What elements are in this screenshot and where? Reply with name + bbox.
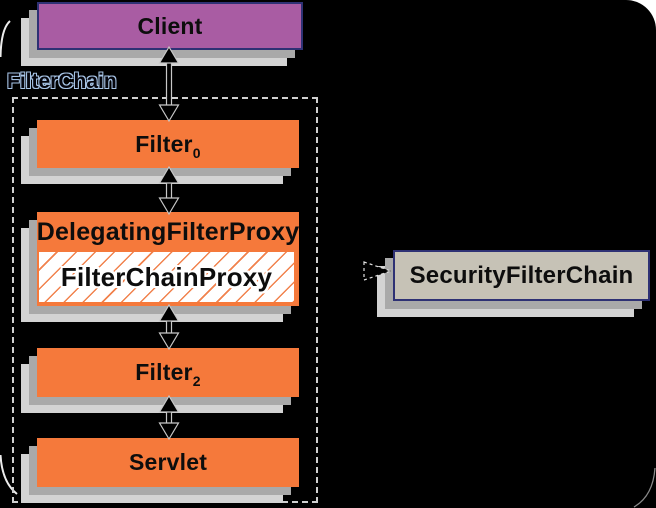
filterchain-group-label: FilterChain <box>7 70 117 93</box>
left-top-arc <box>0 20 11 58</box>
node-filter2-subscript: 2 <box>192 373 201 389</box>
node-filter2-text: Filter <box>135 359 193 385</box>
node-filter2: Filter2 <box>37 348 299 397</box>
node-filter0: Filter0 <box>37 120 299 168</box>
node-security-filter-chain-label: SecurityFilterChain <box>409 261 634 289</box>
node-filter0-subscript: 0 <box>192 144 201 161</box>
rounded-corner-artifact-top-right <box>622 0 656 34</box>
bottom-right-arc <box>633 467 656 508</box>
filterchain-dashed-container <box>12 97 318 503</box>
node-servlet: Servlet <box>37 438 299 487</box>
node-filter0-text: Filter <box>135 130 193 157</box>
node-delegating-filter-proxy-label: DelegatingFilterProxy <box>36 218 300 246</box>
node-filter2-label: Filter2 <box>135 359 201 389</box>
arrowhead-right <box>363 261 393 281</box>
node-filter0-label: Filter0 <box>135 130 201 161</box>
node-filter-chain-proxy: FilterChainProxy <box>39 252 294 302</box>
node-security-filter-chain: SecurityFilterChain <box>393 250 650 301</box>
node-client: Client <box>37 2 303 50</box>
node-delegating-filter-proxy: DelegatingFilterProxy FilterChainProxy <box>37 212 299 306</box>
node-client-label: Client <box>137 12 203 39</box>
node-filter-chain-proxy-label: FilterChainProxy <box>60 261 273 292</box>
node-servlet-label: Servlet <box>128 449 208 475</box>
